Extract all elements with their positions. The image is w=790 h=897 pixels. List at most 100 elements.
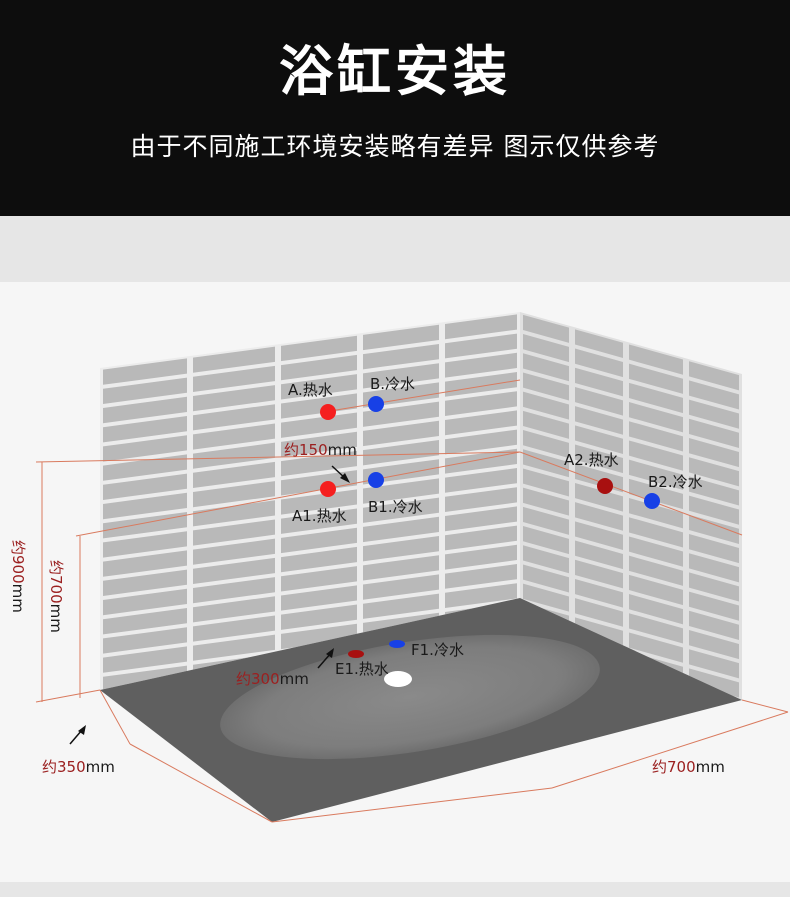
wall-tile [445,544,517,570]
cold-water-point-b1 [368,472,384,488]
wall-tile [575,502,623,531]
wall-tile [629,574,683,606]
pointer-arrows [69,465,350,745]
wall-tile [689,437,739,468]
wall-tile [103,396,187,424]
wall-tile [193,442,275,469]
hot-water-point-a [320,404,336,420]
wall-tile [629,613,683,644]
wall-tile [103,377,187,404]
bathtub-outline [220,634,600,760]
wall-tile [193,423,275,450]
wall-tile [689,457,739,487]
hot-water-point-e1 [348,650,364,658]
wall-tile [445,429,517,455]
wall-tile [193,365,275,392]
wall-tile [103,416,187,443]
hot-water-point-a2 [597,478,613,494]
hot-water-point-a1 [320,481,336,497]
wall-tile [689,553,739,583]
label-a2: A2.热水 [564,451,619,469]
wall-tile [103,435,187,462]
wall-tile [281,546,357,573]
wall-tile [629,555,683,586]
wall-tile [689,668,739,698]
wall-tile [193,500,275,527]
wall-tile [103,492,187,520]
wall-tile [281,585,357,611]
wall-tile [193,481,275,508]
wall-tile [523,564,569,593]
wall-tile [523,372,569,401]
wall-tile [281,623,357,650]
wall-tile [523,314,569,343]
height-900-label: 约900mm [9,540,27,613]
wall-tile [689,533,739,564]
back-wall [100,312,520,690]
wall-tile [193,538,275,565]
wall-tile [629,498,683,529]
header-banner: 浴缸安装 由于不同施工环境安装略有差异 图示仅供参考 [0,0,790,216]
wall-tile [523,545,569,574]
wall-tile [445,525,517,551]
wall-tile [193,596,275,623]
wall-tile [445,564,517,589]
wall-tile [523,410,569,439]
wall-tile [523,430,569,459]
wall-tile [689,418,739,448]
wall-tile [445,506,517,532]
wall-tile [629,421,683,452]
wall-tile [629,459,683,490]
water-points [320,396,660,658]
wall-tile [445,391,517,416]
wall-tile [363,516,439,543]
wall-tile [281,431,357,458]
wall-tile [363,497,439,523]
wall-tile [281,354,357,381]
wall-tile [689,476,739,506]
wall-tile [193,577,275,604]
wall-tile [193,346,275,373]
wall-tile [575,406,623,435]
label-f1: F1.冷水 [411,641,464,659]
right-wall [520,312,742,700]
wall-tile [629,478,683,510]
wall-tile [575,598,623,627]
page-subtitle: 由于不同施工环境安装略有差异 图示仅供参考 [130,132,660,161]
wall-tile [363,478,439,504]
dim-300-label: 约300mm [236,670,309,688]
wall-tile [523,449,569,478]
wall-tile [575,482,623,512]
wall-tile [103,454,187,481]
wall-tile [523,353,569,382]
label-a: A.热水 [288,381,333,399]
wall-tile [103,531,187,558]
wall-tile [523,526,569,555]
wall-tile [689,399,739,429]
wall-tile [575,425,623,454]
cold-water-point-f1 [389,640,405,648]
wall-tile [523,506,569,535]
wall-tile [281,489,357,515]
wall-tile [103,550,187,577]
wall-tile [575,559,623,589]
wall-tile [689,514,739,544]
wall-tile [575,444,623,474]
wall-tile [689,610,739,640]
wall-tile [575,386,623,416]
dim-700-label: 约700mm [652,758,725,776]
wall-tile [629,594,683,625]
wall-tile [575,329,623,358]
wall-tile [193,615,275,642]
wall-tile [629,382,683,414]
wall-tile [103,608,187,635]
wall-tile [629,440,683,471]
wall-tile [281,374,357,400]
wall-tile [689,649,739,679]
wall-tile [445,583,517,608]
wall-tile [689,380,739,410]
wall-tile [363,593,439,619]
wall-tile [629,517,683,548]
wall-tile [363,555,439,581]
wall-tile [103,473,187,500]
